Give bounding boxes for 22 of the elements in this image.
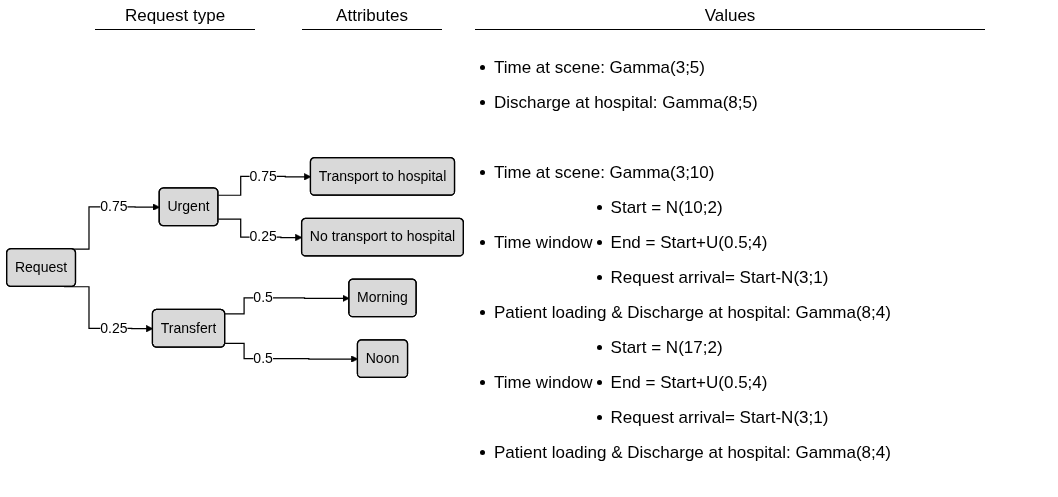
value-text: Start = N(10;2) [610,197,723,218]
value-text: End = Start+U(0.5;4) [610,232,768,253]
value-text: Time window [494,372,593,393]
value-text: End = Start+U(0.5;4) [610,372,768,393]
value-text: Time at scene: Gamma(3;10) [494,162,715,183]
value-text: Patient loading & Discharge at hospital: Gamma(8;4) [494,442,891,463]
value-text: Time window [494,232,593,253]
column-header: Attributes [302,6,442,30]
column-header: Values [475,6,985,30]
value-text: Patient loading & Discharge at hospital: Gamma(8;4) [494,302,891,323]
value-text: Request arrival= Start-N(3;1) [610,407,829,428]
edge-label: 0.5 [253,290,273,307]
edge-label: 0.25 [249,229,277,246]
value-text: Request arrival= Start-N(3;1) [610,267,829,288]
value-text: Time at scene: Gamma(3;5) [494,57,705,78]
value-text: Discharge at hospital: Gamma(8;5) [494,92,758,113]
column-header: Request type [95,6,255,30]
value-text: Start = N(17;2) [610,337,723,358]
edge-label: 0.75 [249,168,277,185]
edge-label: 0.75 [100,199,128,215]
edge-label: 0.5 [253,351,273,367]
edge-label: 0.25 [100,320,128,337]
